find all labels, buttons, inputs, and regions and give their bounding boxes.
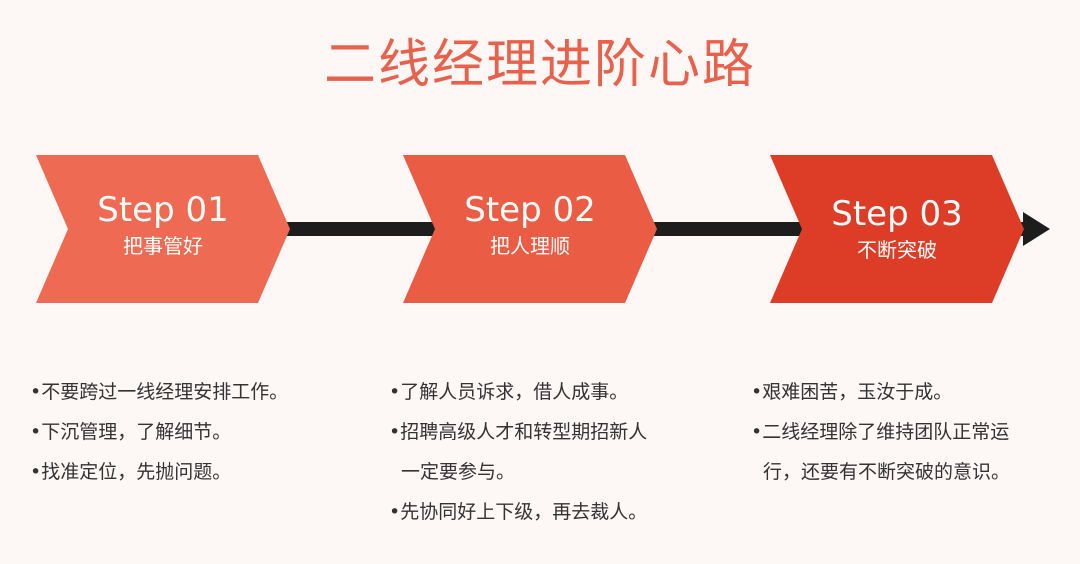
- step-2-text: Step 02 把人理顺: [435, 190, 625, 260]
- note-item-continuation: 行，还要有不断突破的意识。: [763, 461, 1011, 483]
- step-2-subtitle: 把人理顺: [490, 234, 570, 258]
- diagram-title: 二线经理进阶心路: [323, 35, 756, 95]
- step-1-label: Step 01: [97, 190, 229, 230]
- step-3-subtitle: 不断突破: [857, 238, 937, 262]
- step-2-label: Step 02: [464, 190, 596, 230]
- connector-arrowhead: [1023, 212, 1050, 246]
- note-item-continuation: 一定要参与。: [401, 461, 516, 483]
- step-1-subtitle: 把事管好: [123, 234, 203, 258]
- note-item: •先协同好上下级，再去裁人。: [389, 501, 648, 523]
- step-2-notes: •了解人员诉求，借人成事。 •招聘高级人才和转型期招新人 一定要参与。 •先协同…: [389, 372, 647, 532]
- note-item: •了解人员诉求，借人成事。: [389, 381, 629, 403]
- note-item: •找准定位，先抛问题。: [30, 461, 232, 483]
- step-chevron-2: [403, 155, 657, 303]
- step-3-notes: •艰难困苦，玉汝于成。 •二线经理除了维持团队正常运 行，还要有不断突破的意识。: [751, 372, 1010, 492]
- step-1-notes: •不要跨过一线经理安排工作。 •下沉管理，了解细节。 •找准定位，先抛问题。: [30, 372, 288, 492]
- note-item: •招聘高级人才和转型期招新人: [389, 421, 648, 443]
- step-3-text: Step 03 不断突破: [802, 194, 992, 264]
- step-chevron-1: [36, 155, 290, 303]
- note-item: •二线经理除了维持团队正常运: [751, 421, 1010, 443]
- note-item: •不要跨过一线经理安排工作。: [30, 381, 289, 403]
- note-item: •下沉管理，了解细节。: [30, 421, 232, 443]
- step-1-text: Step 01 把事管好: [68, 190, 258, 260]
- note-item: •艰难困苦，玉汝于成。: [751, 381, 953, 403]
- step-3-label: Step 03: [831, 194, 963, 234]
- step-chevron-3: [770, 155, 1024, 303]
